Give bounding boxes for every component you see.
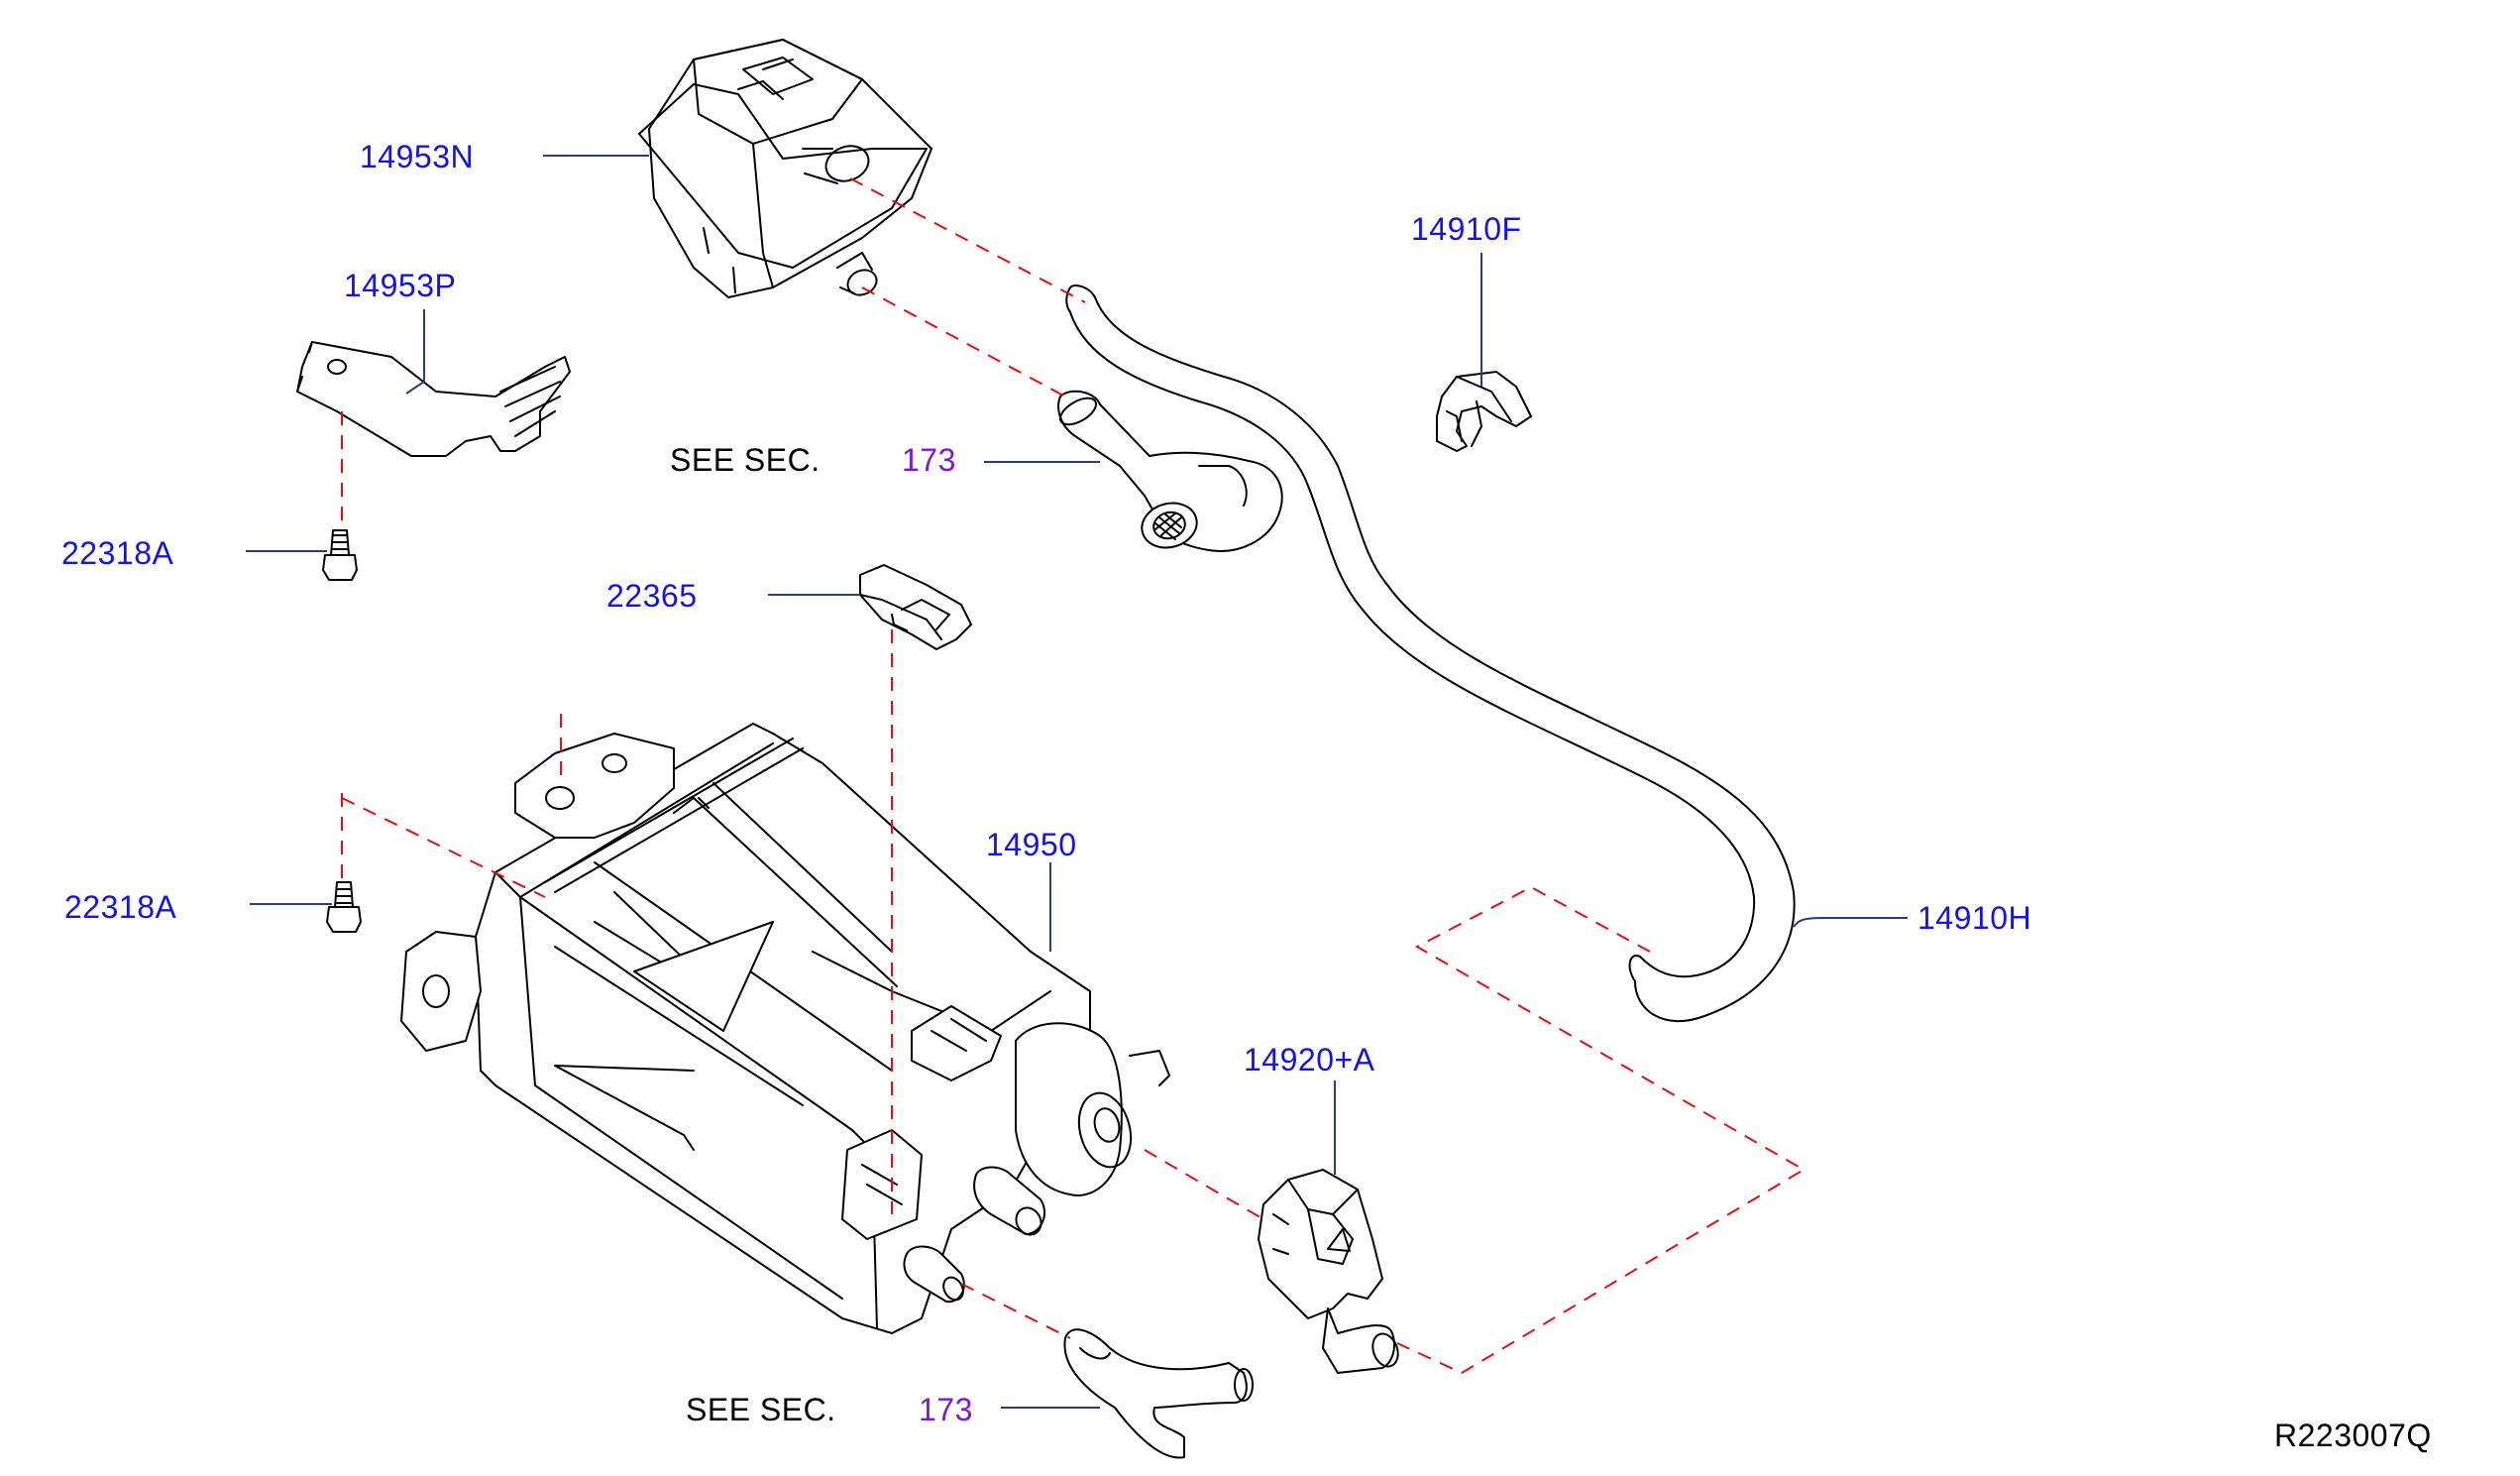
section-link-173-lower[interactable]: 173 (919, 1392, 973, 1427)
vent-box-14953N (638, 39, 932, 298)
hose-14910H (1065, 284, 1796, 1022)
label-14953P[interactable]: 14953P (344, 268, 457, 303)
label-22318A-top[interactable]: 22318A (61, 535, 174, 571)
label-14950[interactable]: 14950 (986, 827, 1077, 862)
section-link-173-upper[interactable]: 173 (902, 442, 956, 478)
label-14953N[interactable]: 14953N (360, 139, 475, 174)
label-14920A[interactable]: 14920+A (1244, 1042, 1375, 1078)
see-section-text-lower: SEE SEC. (686, 1392, 836, 1427)
bolt-22318A-bottom (326, 881, 362, 933)
leader-lines (246, 155, 1908, 1409)
label-14910F[interactable]: 14910F (1411, 211, 1522, 247)
canister-14950 (400, 723, 1170, 1334)
hose-fitting-lower (1063, 1328, 1254, 1459)
bracket-14953P (296, 341, 571, 457)
dashed-guides (341, 177, 1806, 1375)
valve-14920A (1258, 1169, 1399, 1374)
diagram-reference-code: R223007Q (2274, 1418, 2432, 1453)
connector-22365 (859, 564, 972, 650)
hose-fitting-upper (1057, 390, 1283, 552)
label-22365[interactable]: 22365 (606, 578, 698, 614)
label-22318A-bottom[interactable]: 22318A (64, 889, 177, 925)
bolt-22318A-top (322, 529, 358, 581)
see-section-text-upper: SEE SEC. (670, 442, 821, 478)
clip-14910F (1436, 371, 1532, 452)
label-14910H[interactable]: 14910H (1917, 900, 2032, 936)
